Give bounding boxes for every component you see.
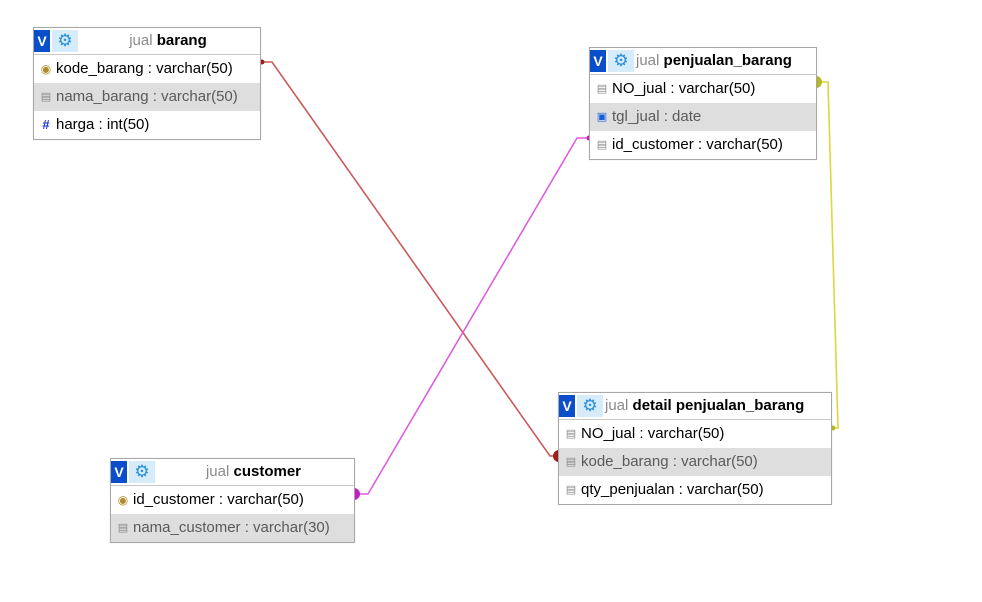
date-icon: ▣ (596, 111, 608, 123)
table-title: jual customer (157, 459, 350, 485)
numeric-icon: # (42, 117, 50, 132)
table-column-row[interactable]: ▤ NO_jual : varchar(50) (559, 420, 831, 448)
column-label: kode_barang : varchar(50) (581, 453, 758, 470)
relation-line-no-jual[interactable] (817, 81, 839, 429)
table-penjualan-barang[interactable]: V ⚙ jual penjualan_barang ▤ NO_jual : va… (589, 47, 817, 160)
table-column-row[interactable]: ▤ nama_customer : varchar(30) (111, 514, 354, 542)
table-name: customer (233, 463, 302, 480)
view-icon[interactable]: V (34, 30, 50, 52)
column-label: nama_barang : varchar(50) (56, 88, 238, 105)
table-name: barang (156, 32, 207, 49)
database-name: jual (129, 32, 153, 49)
table-header[interactable]: V ⚙ jual barang (34, 28, 260, 55)
column-label: NO_jual : varchar(50) (581, 425, 725, 442)
gear-icon[interactable]: ⚙ (577, 395, 603, 417)
database-name: jual (205, 463, 230, 480)
table-column-row[interactable]: ◉ id_customer : varchar(50) (111, 486, 354, 514)
column-label: id_customer : varchar(50) (133, 491, 304, 508)
table-column-row[interactable]: ▤ qty_penjualan : varchar(50) (559, 476, 831, 504)
column-label: kode_barang : varchar(50) (56, 60, 233, 77)
key-icon: ◉ (40, 62, 52, 76)
column-icon: ▤ (40, 91, 52, 103)
column-label: NO_jual : varchar(50) (612, 80, 756, 97)
view-icon[interactable]: V (559, 395, 575, 417)
gear-icon[interactable]: ⚙ (129, 461, 155, 483)
relation-endpoint-half-dot (816, 76, 822, 88)
column-label: tgl_jual : date (612, 108, 702, 125)
table-title: jual barang (80, 28, 256, 54)
column-icon: ▤ (565, 456, 577, 468)
column-label: id_customer : varchar(50) (612, 136, 783, 153)
column-icon: ▤ (117, 522, 129, 534)
table-header[interactable]: V ⚙ jual customer (111, 459, 354, 486)
column-icon: ▤ (596, 139, 608, 151)
table-column-row[interactable]: # harga : int(50) (34, 111, 260, 139)
view-icon[interactable]: V (111, 461, 127, 483)
table-column-row[interactable]: ▣ tgl_jual : date (590, 103, 816, 131)
table-header[interactable]: V ⚙ jual penjualan_barang (590, 48, 816, 75)
column-icon: ▤ (565, 428, 577, 440)
relation-endpoint-half-dot (354, 488, 360, 500)
table-column-row[interactable]: ◉ kode_barang : varchar(50) (34, 55, 260, 83)
table-title: jual penjualan_barang (636, 48, 812, 74)
table-name: penjualan_barang (663, 52, 792, 69)
relation-line-kode-barang[interactable] (261, 61, 557, 457)
table-customer[interactable]: V ⚙ jual customer ◉ id_customer : varcha… (110, 458, 355, 543)
table-column-row[interactable]: ▤ kode_barang : varchar(50) (559, 448, 831, 476)
key-icon: ◉ (117, 493, 129, 507)
column-label: nama_customer : varchar(30) (133, 519, 330, 536)
table-column-row[interactable]: ▤ nama_barang : varchar(50) (34, 83, 260, 111)
database-name: jual (636, 52, 660, 69)
relation-line-id-customer[interactable] (355, 137, 590, 495)
table-barang[interactable]: V ⚙ jual barang ◉ kode_barang : varchar(… (33, 27, 261, 140)
gear-icon[interactable]: ⚙ (52, 30, 78, 52)
gear-icon[interactable]: ⚙ (608, 50, 634, 72)
table-column-row[interactable]: ▤ NO_jual : varchar(50) (590, 75, 816, 103)
column-icon: ▤ (565, 484, 577, 496)
table-column-row[interactable]: ▤ id_customer : varchar(50) (590, 131, 816, 159)
table-header[interactable]: V ⚙ jual detail penjualan_barang (559, 393, 831, 420)
database-name: jual (605, 397, 629, 414)
relation-endpoint-half-dot (553, 450, 559, 462)
column-label: qty_penjualan : varchar(50) (581, 481, 764, 498)
table-detail-penjualan-barang[interactable]: V ⚙ jual detail penjualan_barang ▤ NO_ju… (558, 392, 832, 505)
table-name: detail penjualan_barang (632, 397, 805, 414)
view-icon[interactable]: V (590, 50, 606, 72)
column-icon: ▤ (596, 83, 608, 95)
table-title: jual detail penjualan_barang (605, 393, 827, 419)
column-label: harga : int(50) (56, 116, 150, 133)
